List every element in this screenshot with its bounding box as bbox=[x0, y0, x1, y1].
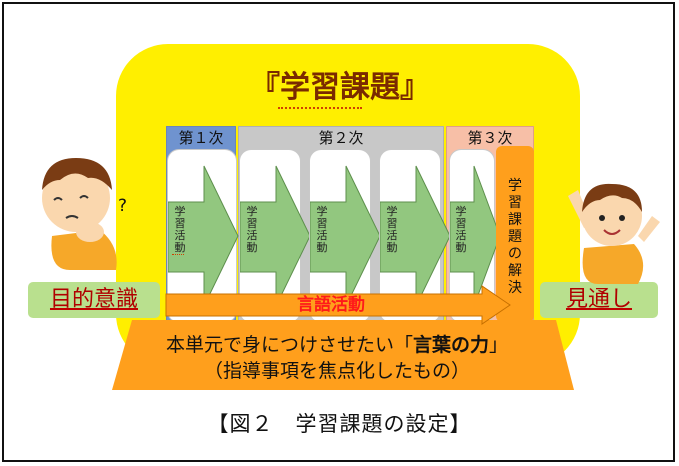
language-activity-label: 言語活動 bbox=[297, 295, 365, 315]
activity-label: 学習活動 bbox=[455, 205, 467, 254]
activity-card: 学習活動 bbox=[450, 150, 501, 322]
activity-arrow bbox=[168, 165, 239, 307]
base-line-1-emphasis: 言葉の力 bbox=[412, 334, 489, 356]
confused-child-illustration bbox=[42, 158, 117, 270]
activity-label-underline bbox=[172, 254, 184, 255]
resolution-box: 学習課題の解決 bbox=[496, 146, 534, 322]
base-line-1: 本単元で身につけさせたい「言葉の力」 bbox=[122, 330, 552, 357]
activity-card: 学習活動 bbox=[310, 150, 381, 322]
figure-caption: 【図２ 学習課題の設定】 bbox=[207, 412, 472, 436]
phase-1-label: 第１次 bbox=[178, 129, 224, 147]
title-underline bbox=[278, 107, 362, 109]
activity-arrow bbox=[240, 165, 311, 307]
phase-3-label: 第３次 bbox=[467, 129, 513, 147]
activity-label: 学習活動 bbox=[174, 205, 186, 254]
outlook-label: 見通し bbox=[540, 282, 658, 318]
base-line-1-prefix: 本単元で身につけさせたい「 bbox=[165, 334, 413, 356]
happy-child-illustration bbox=[568, 183, 660, 284]
activity-label: 学習活動 bbox=[316, 205, 328, 254]
activity-arrow bbox=[450, 165, 501, 307]
base-line-1-suffix: 」 bbox=[489, 334, 509, 356]
activity-card: 学習活動 bbox=[168, 150, 239, 322]
activity-arrow bbox=[310, 165, 381, 307]
phase-2-label: 第２次 bbox=[318, 129, 364, 147]
activity-card: 学習活動 bbox=[380, 150, 451, 322]
purpose-awareness-label: 目的意識 bbox=[28, 282, 160, 318]
resolution-label: 学習課題の解決 bbox=[508, 178, 522, 296]
language-activity-arrow bbox=[165, 285, 511, 325]
activity-label: 学習活動 bbox=[386, 205, 398, 254]
activity-arrow bbox=[380, 165, 451, 307]
diagram-title: 『学習課題』 bbox=[250, 70, 430, 105]
question-mark: ? bbox=[118, 196, 128, 216]
language-power-base bbox=[112, 320, 574, 390]
activity-label: 学習活動 bbox=[246, 205, 258, 254]
activity-card: 学習活動 bbox=[240, 150, 311, 322]
base-line-2: （指導事項を焦点化したもの） bbox=[203, 360, 470, 382]
